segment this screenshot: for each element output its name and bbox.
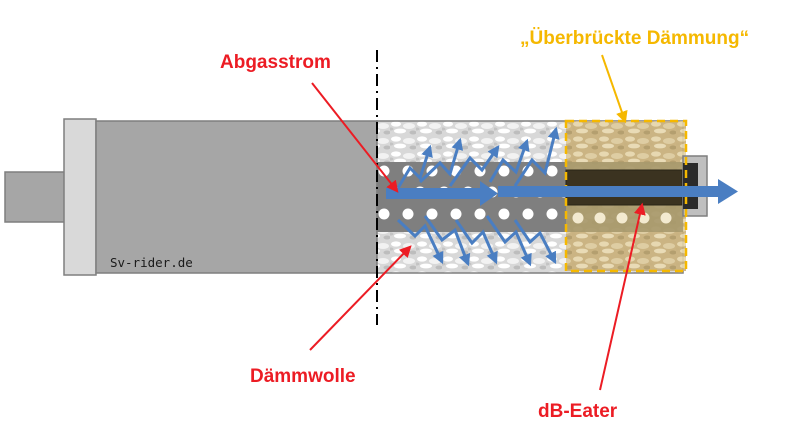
label-abgasstrom: Abgasstrom (220, 52, 331, 73)
perforation-hole (378, 165, 390, 177)
daemmwolle-pointer (309, 245, 412, 351)
perforation-hole (546, 165, 558, 177)
exhaust-flow-arrow (386, 179, 738, 206)
perforation-hole (474, 208, 486, 220)
perforation-hole (498, 208, 510, 220)
label-ueberbrueckt: „Überbrückte Dämmung“ (520, 28, 749, 49)
label-db-eater: dB-Eater (538, 401, 618, 422)
perforation-hole (546, 208, 558, 220)
sound-waves (396, 126, 560, 267)
label-daemmwolle: Dämmwolle (250, 366, 356, 387)
db-eater-pointer (599, 202, 646, 391)
inlet-pipe (4, 171, 66, 223)
perforation-hole (402, 208, 414, 220)
muffler-body (95, 120, 378, 274)
perforation-hole (498, 165, 510, 177)
db-eater-hole (594, 212, 606, 224)
label-pointers (309, 54, 646, 391)
perforation-hole (450, 208, 462, 220)
abgasstrom-pointer (311, 82, 399, 193)
inlet-flange (63, 118, 97, 276)
perforation-hole (522, 208, 534, 220)
db-eater-hole (660, 212, 672, 224)
watermark: Sv-rider.de (110, 255, 193, 270)
db-eater-hole (572, 212, 584, 224)
db-eater-hole (616, 212, 628, 224)
perforation-hole (378, 208, 390, 220)
bridged-pointer (601, 54, 628, 124)
perforation-hole (426, 208, 438, 220)
